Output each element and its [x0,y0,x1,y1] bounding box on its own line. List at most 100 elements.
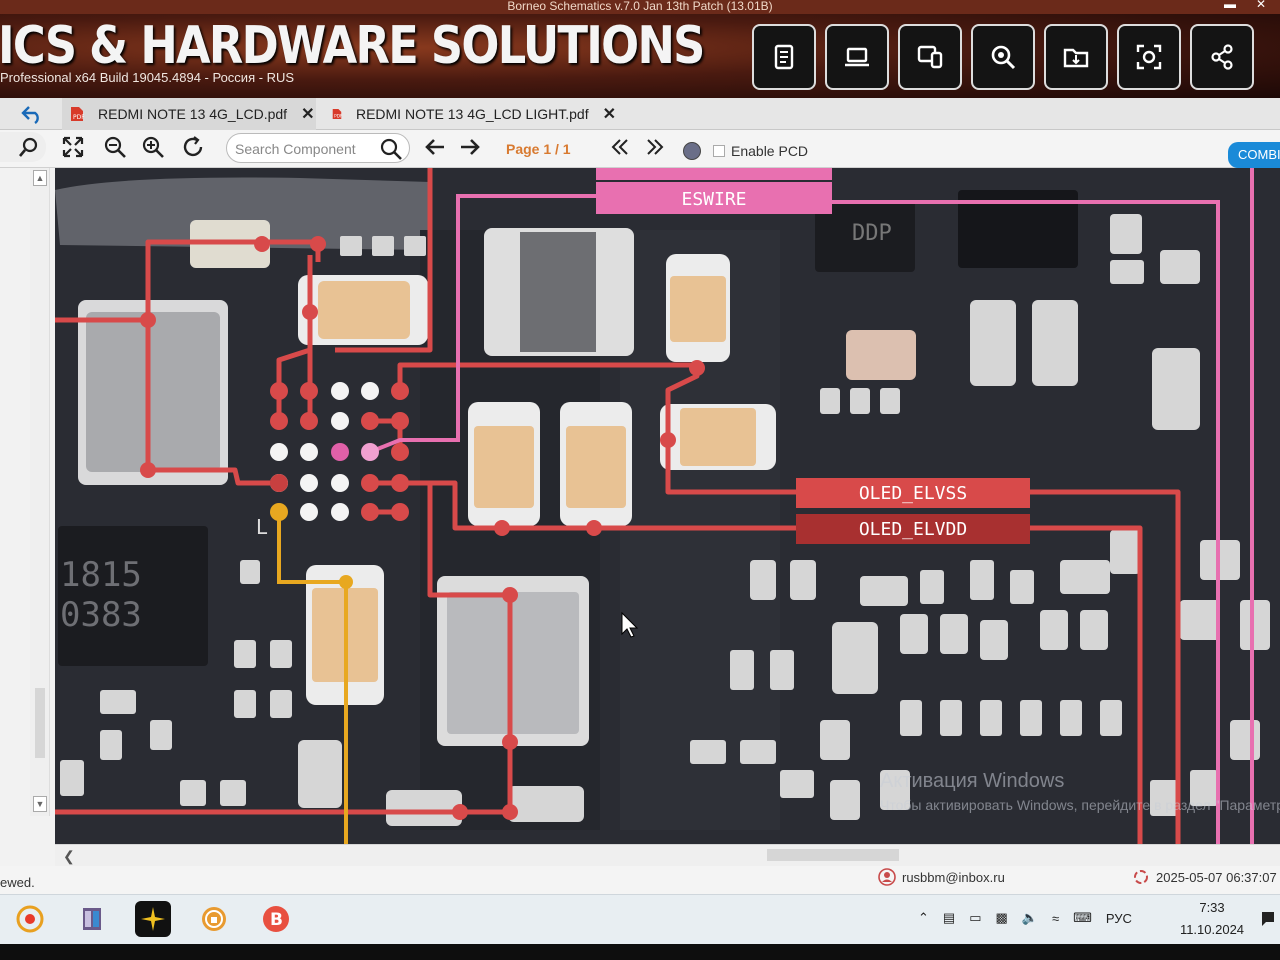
taskbar-clock[interactable]: 7:33 11.10.2024 [1170,897,1254,941]
archive-icon [83,908,101,930]
pcd-radio[interactable] [683,142,701,160]
zoom-out-button[interactable] [100,132,130,162]
taskbar-lock-app[interactable] [196,901,232,937]
zoom-in-button[interactable] [138,132,168,162]
status-bar: ewed. rusbbm@inbox.ru 2025-05-07 06:37:0… [0,866,1280,894]
tray-battery-icon[interactable]: ▭ [969,910,982,925]
page-indicator: Page 1 / 1 [506,141,571,157]
scroll-down-icon[interactable]: ▼ [33,796,47,812]
tray-expand-icon[interactable]: ⌃ [918,910,929,925]
scroll-thumb[interactable] [35,688,45,758]
share-icon [1211,44,1233,70]
undo-arrow-icon [21,106,39,124]
net-label-oled-elvdd-text: OLED_ELVDD [859,519,967,540]
viewer-toolbar: Page 1 / 1 Enable PCD COMBI [0,130,1280,168]
side-search-button[interactable] [0,132,46,162]
tray-volume-icon[interactable]: 🔈 [1021,910,1038,925]
scan-icon [1136,44,1162,70]
chip-marking: DDP [852,221,892,246]
horizontal-scrollbar[interactable]: ❮ [55,844,1280,866]
zoom-in-icon [142,136,164,158]
close-tab-icon[interactable]: ✕ [301,106,315,123]
monitor-bezel [0,944,1280,960]
last-page-button[interactable] [640,132,670,162]
sync-icon [1134,870,1148,884]
taskbar-music-app[interactable] [12,901,48,937]
windows-activation-watermark: Активация Windows Чтобы активировать Win… [880,770,1280,813]
svg-text:PDF: PDF [334,114,342,120]
arrow-left-icon [425,139,444,155]
pcb-board[interactable]: DDP 1815 0383 [55,168,1280,844]
tab-label: REDMI NOTE 13 4G_LCD.pdf [98,106,288,122]
folder-button[interactable] [1044,24,1108,90]
close-tab-icon[interactable]: ✕ [602,106,616,123]
document-tabbar: PDF REDMI NOTE 13 4G_LCD.pdf ✕ PDF REDMI… [0,98,1280,130]
svg-text:PDF: PDF [73,114,84,121]
next-button[interactable] [455,132,485,162]
combi-button[interactable]: COMBI [1228,142,1280,168]
search-icon[interactable] [379,137,403,161]
enable-pcd-checkbox[interactable] [713,145,725,157]
enable-pcd-label: Enable PCD [731,143,809,159]
devices-button[interactable] [898,24,962,90]
ic-marking-line2: 0383 [60,595,142,635]
share-button[interactable] [1190,24,1254,90]
net-label-eswire[interactable] [596,182,832,214]
fit-screen-icon [62,136,84,158]
lock-circle-icon [202,907,226,931]
double-chevron-left-icon [611,139,628,155]
folder-icon [1063,48,1089,68]
tray-keyboard-icon[interactable]: ⌨ [1073,910,1092,925]
pdf-file-icon: PDF [71,107,84,121]
zoom-search-button[interactable] [971,24,1035,90]
back-button[interactable] [14,101,50,127]
tray-wifi-icon[interactable]: ≈ [1051,910,1060,926]
arrow-right-icon [461,139,480,155]
taskbar-archive-app[interactable] [74,901,110,937]
mouse-cursor-icon [621,611,639,638]
system-tray: ⌃ ▤ ▭ ▩ 🔈 ≈ ⌨ РУС [918,903,1132,933]
build-info: Professional x64 Build 19045.4894 - Росс… [0,70,295,85]
board-viewer[interactable]: DDP 1815 0383 [55,168,1280,844]
svg-text:B: B [270,910,283,930]
notification-button[interactable] [1258,901,1278,937]
clock-time: 7:33 [1199,900,1225,915]
fit-screen-button[interactable] [58,132,88,162]
component-search[interactable] [226,133,410,163]
refresh-button[interactable] [178,132,208,162]
tab-lcd-pdf[interactable]: PDF REDMI NOTE 13 4G_LCD.pdf ✕ [62,98,316,130]
document-list-button[interactable] [752,24,816,90]
tray-device-icon[interactable]: ▩ [995,910,1008,925]
scroll-left-icon[interactable]: ❮ [63,848,75,864]
license-date: 2025-05-07 06:37:07 [1132,868,1277,886]
vertical-scrollbar[interactable]: ▲ ▼ [30,168,50,816]
net-label-oled-elvss[interactable] [796,478,1030,508]
tab-label: REDMI NOTE 13 4G_LCD LIGHT.pdf [355,106,589,122]
tray-network-icon[interactable]: ▤ [942,910,956,925]
taskbar-b-app[interactable]: B [258,901,294,937]
refresh-icon [183,136,203,157]
previous-button[interactable] [420,132,450,162]
app-banner: ICS & HARDWARE SOLUTIONS Professional x6… [0,14,1280,98]
tab-lcd-light-pdf[interactable]: PDF REDMI NOTE 13 4G_LCD LIGHT.pdf ✕ [326,98,616,130]
close-window-icon[interactable]: ✕ [1255,0,1266,11]
devices-icon [917,45,943,69]
license-datetime: 2025-05-07 06:37:07 [1156,869,1277,885]
scroll-thumb[interactable] [767,849,899,861]
ic-marking-line1: 1815 [60,555,142,595]
double-chevron-right-icon [647,139,664,155]
watermark-line2: Чтобы активировать Windows, перейдите в … [880,797,1280,813]
component-search-input[interactable] [235,139,375,159]
user-email: rusbbm@inbox.ru [902,869,1005,885]
net-label-oled-elvdd[interactable] [796,514,1030,544]
taskbar-borneo-app[interactable] [135,901,171,937]
tray-language[interactable]: РУС [1105,910,1132,926]
first-page-button[interactable] [605,132,635,162]
laptop-button[interactable] [825,24,889,90]
watermark-line1: Активация Windows [880,770,1065,792]
minimize-icon[interactable]: ▬ [1224,0,1236,11]
window-title: Borneo Schematics v.7.0 Jan 13th Patch (… [507,0,773,13]
scroll-up-icon[interactable]: ▲ [33,170,47,186]
scan-button[interactable] [1117,24,1181,90]
